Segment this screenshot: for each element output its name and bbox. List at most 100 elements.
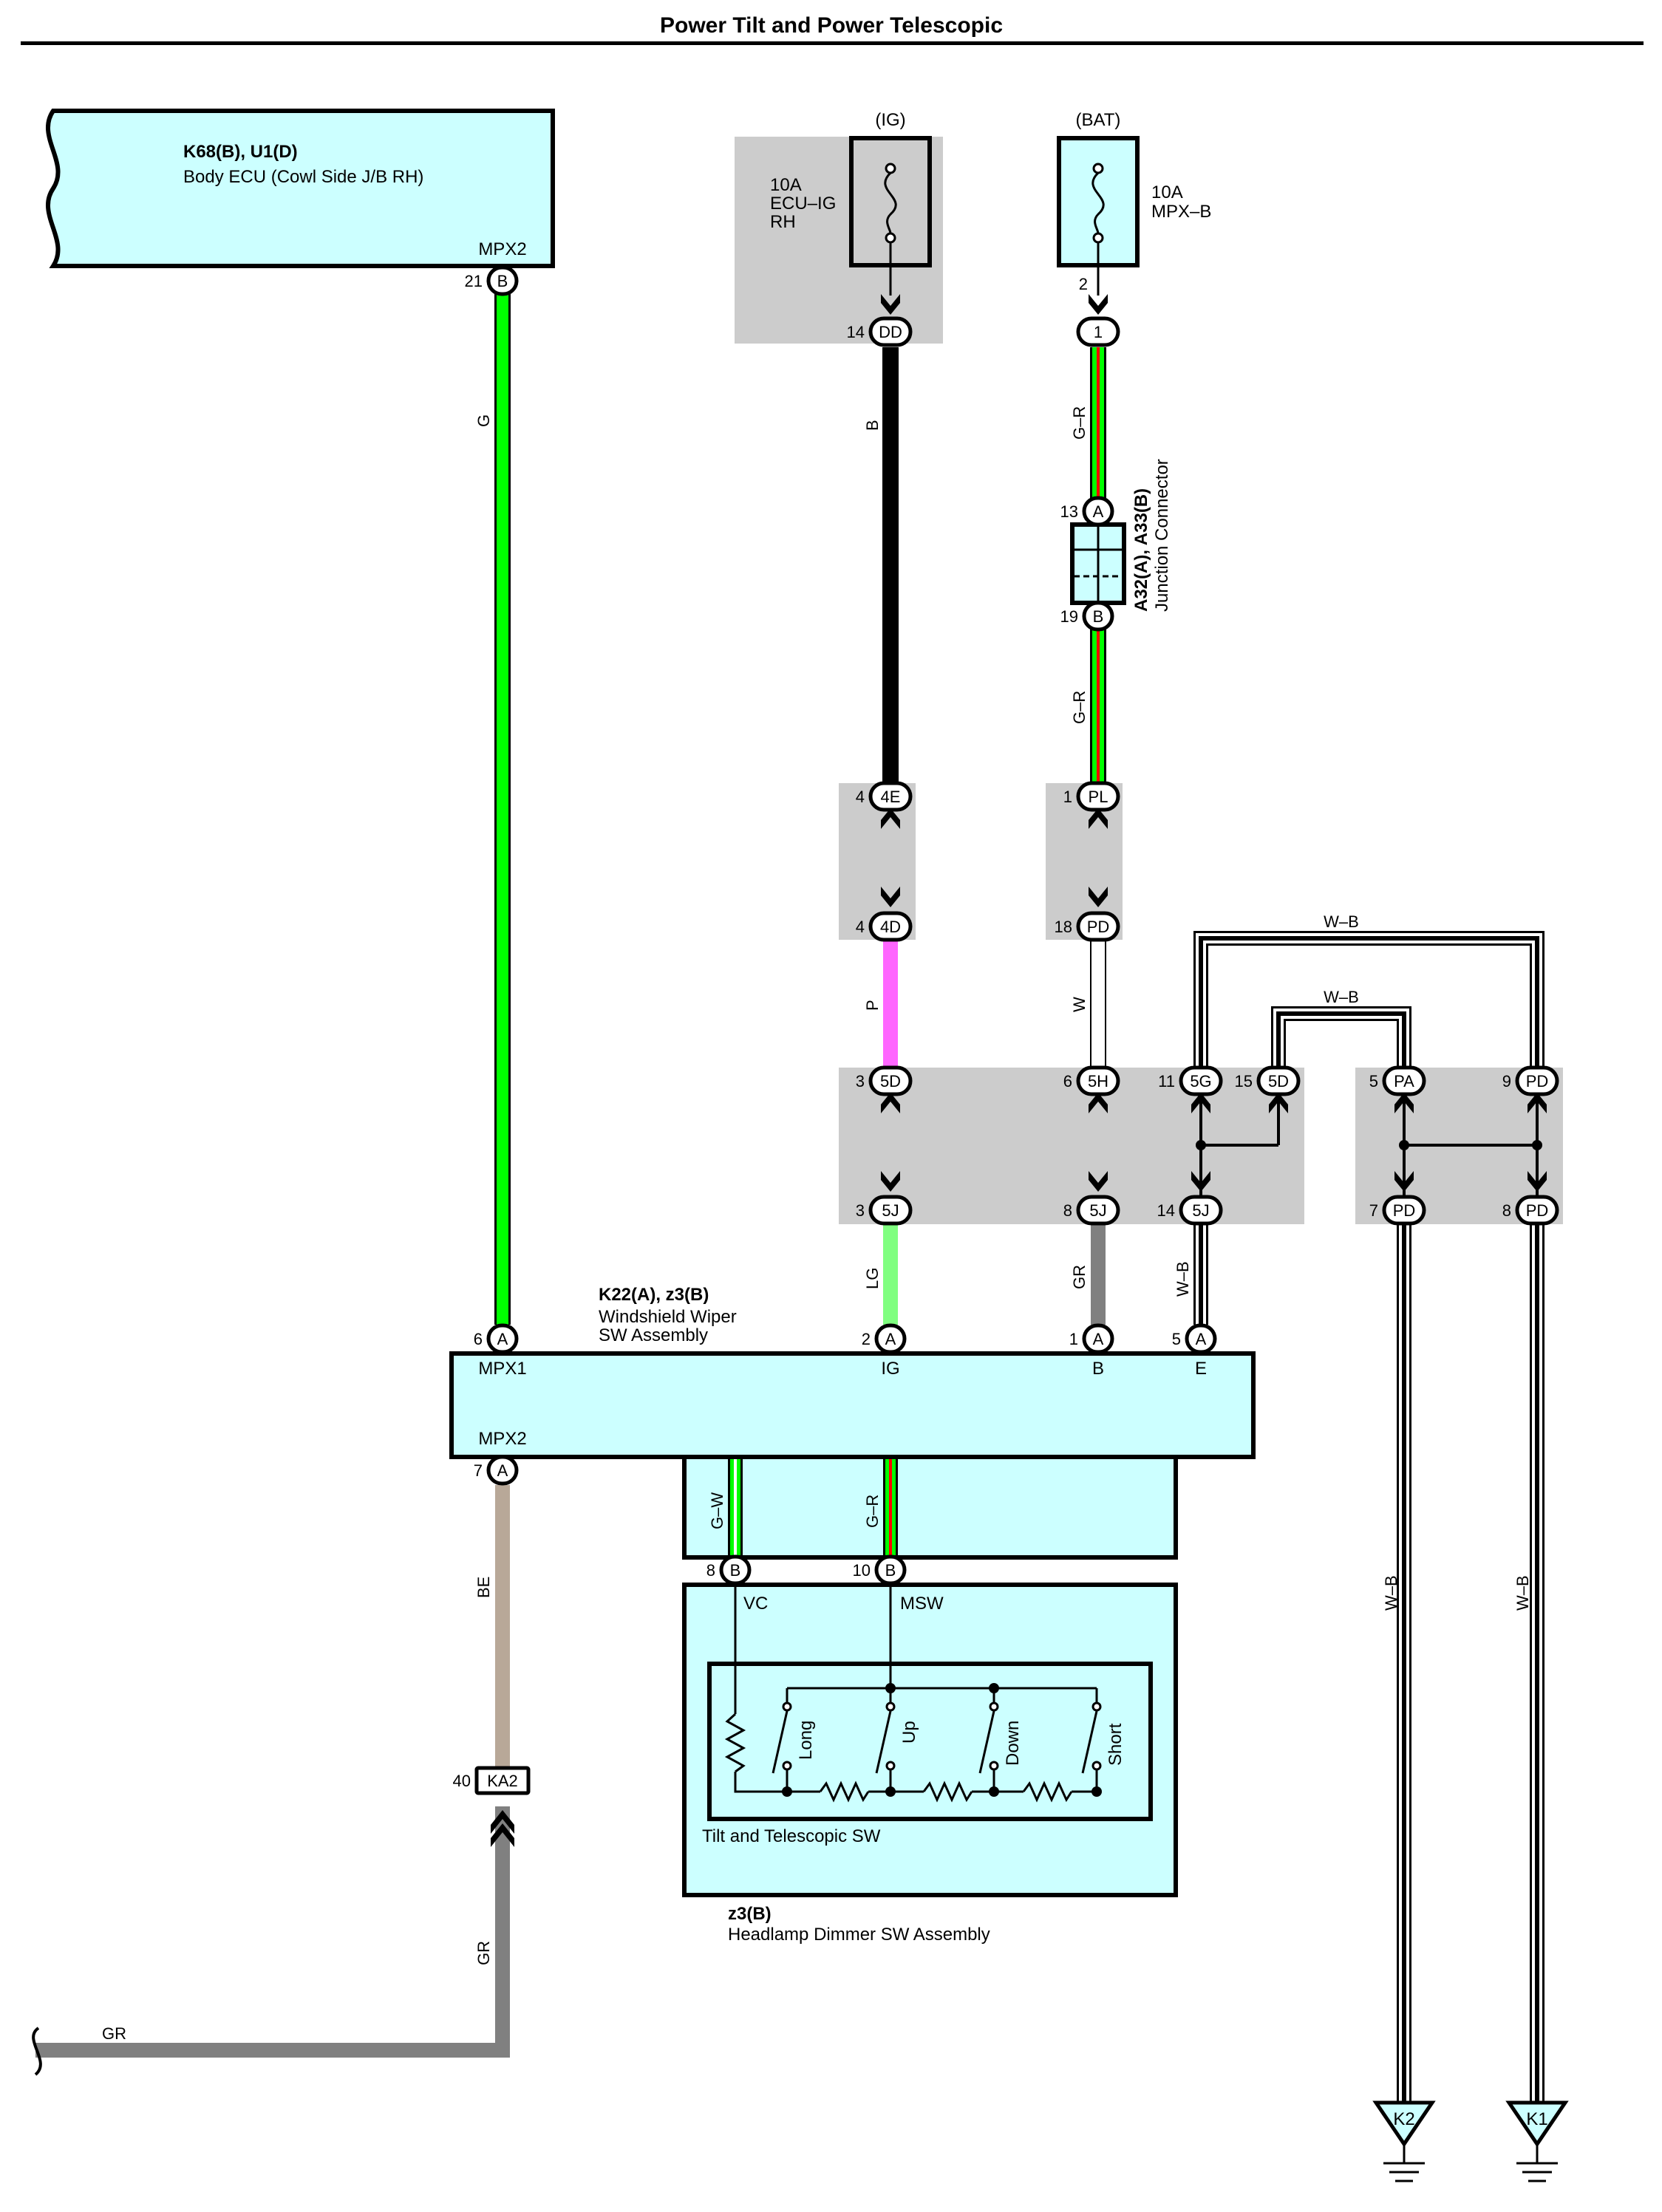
wire-wb-top1-stripe [1199, 936, 1539, 1068]
connector-wb8-label: B [730, 1561, 741, 1580]
wire-wb-top2-stripe [1276, 1011, 1406, 1068]
connector-wa2-label: A [885, 1330, 896, 1348]
chain-resistor-1 [819, 1781, 870, 1803]
connector-wa6-body [486, 1323, 519, 1354]
ground-k2: K2 [1372, 2100, 1436, 2182]
wire-gr-bottom-h-label: GR [102, 2024, 126, 2043]
bat-fuse-source: (BAT) [1076, 110, 1121, 130]
vc-resistor [724, 1713, 746, 1773]
connector-jb-body [1082, 601, 1114, 632]
body-ecu-terminal: MPX2 [478, 239, 526, 259]
wire-gr-bottom-break [32, 2027, 42, 2076]
switch-short [1081, 1688, 1102, 1792]
connector-cpd9-label: PD [1526, 1072, 1549, 1090]
connector-wa7-label: A [497, 1461, 508, 1480]
body-ecu-code: K68(B), U1(D) [183, 142, 298, 162]
diagram-title: Power Tilt and Power Telescopic [660, 13, 1003, 38]
wiper-sw-name: Windshield Wiper [599, 1307, 737, 1327]
connector-c5j8-pin: 8 [1063, 1201, 1072, 1220]
connector-c4e-body [868, 781, 913, 812]
body-ecu-name: Body ECU (Cowl Side J/B RH) [183, 167, 423, 187]
connector-wa7-body [486, 1455, 519, 1486]
connector-c5h: 5H6 [1063, 1065, 1120, 1096]
connector-wa5-body [1185, 1323, 1217, 1354]
ground-k2-flag [1372, 2100, 1436, 2148]
ig-fuse-element [884, 171, 897, 234]
connector-ka2-pin: 40 [453, 1772, 471, 1790]
connector-dd-pin: 14 [847, 323, 865, 341]
connector-c4e-pin: 4 [856, 788, 865, 806]
bat-out-pin: 2 [1079, 275, 1088, 293]
tilt-sw-box [707, 1662, 1153, 1821]
wire-g-label: G [474, 414, 493, 427]
connector-c5d: 5D3 [856, 1065, 913, 1096]
wiper-sw-name-2: SW Assembly [599, 1325, 708, 1345]
connector-c5d-label: 5D [880, 1072, 901, 1090]
connector-c5g-body [1179, 1065, 1223, 1096]
ground-k1-flag [1505, 2100, 1569, 2148]
connector-cpd8-pin: 8 [1502, 1201, 1511, 1220]
connector-wa2-body [874, 1323, 907, 1354]
connector-jb-label: B [1093, 607, 1104, 626]
wire-wb-top2-fill [1273, 1008, 1409, 1068]
wire-b-label: B [863, 420, 882, 431]
tilt-vc-label: VC [743, 1594, 768, 1614]
connector-c4e: 4E4 [856, 781, 913, 812]
wire-gray-label: GR [1070, 1265, 1089, 1289]
connector-c4d: 4D4 [856, 911, 913, 942]
dimmer-sw-code: z3(B) [728, 1904, 772, 1924]
connector-c5g-pin: 11 [1158, 1072, 1175, 1090]
connector-c5j3-pin: 3 [856, 1201, 865, 1220]
connector-ecu_b-label: B [497, 272, 508, 290]
connector-wb8: B8 [706, 1554, 752, 1585]
wire-w-label: W [1070, 997, 1089, 1012]
connector-cpd-label: PD [1087, 918, 1110, 936]
connector-c5j8-label: 5J [1089, 1201, 1106, 1220]
wire-be-label: BE [474, 1577, 493, 1598]
connector-cpd7-pin: 7 [1369, 1201, 1378, 1220]
connector-c4d-body [868, 911, 913, 942]
connector-c5j3: 5J3 [856, 1195, 913, 1226]
body-ecu-box [46, 109, 555, 268]
connector-ja: A13 [1060, 496, 1114, 527]
connector-wa7-pin: 7 [474, 1461, 483, 1480]
connector-cpd8: PD 8 [1502, 1195, 1559, 1226]
connector-ka2: KA2 40 [453, 1766, 531, 1795]
connector-c5j14-label: 5J [1192, 1201, 1209, 1220]
connector-wa5-label: A [1196, 1330, 1207, 1348]
connector-wa5-pin: 5 [1172, 1330, 1181, 1348]
wire-gr-bottom [35, 1806, 510, 2058]
connector-ka2-label: KA2 [487, 1772, 518, 1790]
dimmer-sw-name: Headlamp Dimmer SW Assembly [728, 1925, 990, 1945]
wire-wb-5j-label: W–B [1174, 1261, 1192, 1297]
arrows [491, 294, 1547, 1847]
connector-cpd9-body [1515, 1065, 1559, 1096]
wiper-terminal-ig: IG [881, 1359, 899, 1379]
connector-wb10: B10 [853, 1554, 907, 1585]
connector-wb10-body [874, 1554, 907, 1585]
ground-k1-label: K1 [1526, 2109, 1547, 2129]
connector-cpl: PL1 [1063, 781, 1120, 812]
switch-label-up: Up [899, 1721, 919, 1744]
switch-label-short: Short [1106, 1723, 1125, 1766]
wiper-sw-sub-box [682, 1455, 1178, 1560]
wiper-sw-code: K22(A), z3(B) [599, 1285, 709, 1305]
connector-wa1-label: A [1093, 1330, 1104, 1348]
connector-cpa-body [1382, 1065, 1426, 1096]
connector-wb8-body [719, 1554, 752, 1585]
connector-ecu_b: B21 [465, 265, 519, 296]
connector-c4d-label: 4D [880, 918, 901, 936]
bat-fuse-element [1091, 171, 1105, 234]
bat-fuse-terminal-top [1092, 163, 1104, 174]
connector-wa7: A7 [474, 1455, 519, 1486]
connector-cpd8-label: PD [1526, 1201, 1549, 1220]
connector-c5j8: 5J 8 [1063, 1195, 1120, 1226]
connector-cpd-body [1076, 911, 1120, 942]
connector-cpa: PA5 [1369, 1065, 1426, 1096]
connector-c1-body [1076, 316, 1120, 347]
connector-jb-pin: 19 [1060, 607, 1078, 626]
connector-c5d2-body [1256, 1065, 1301, 1096]
